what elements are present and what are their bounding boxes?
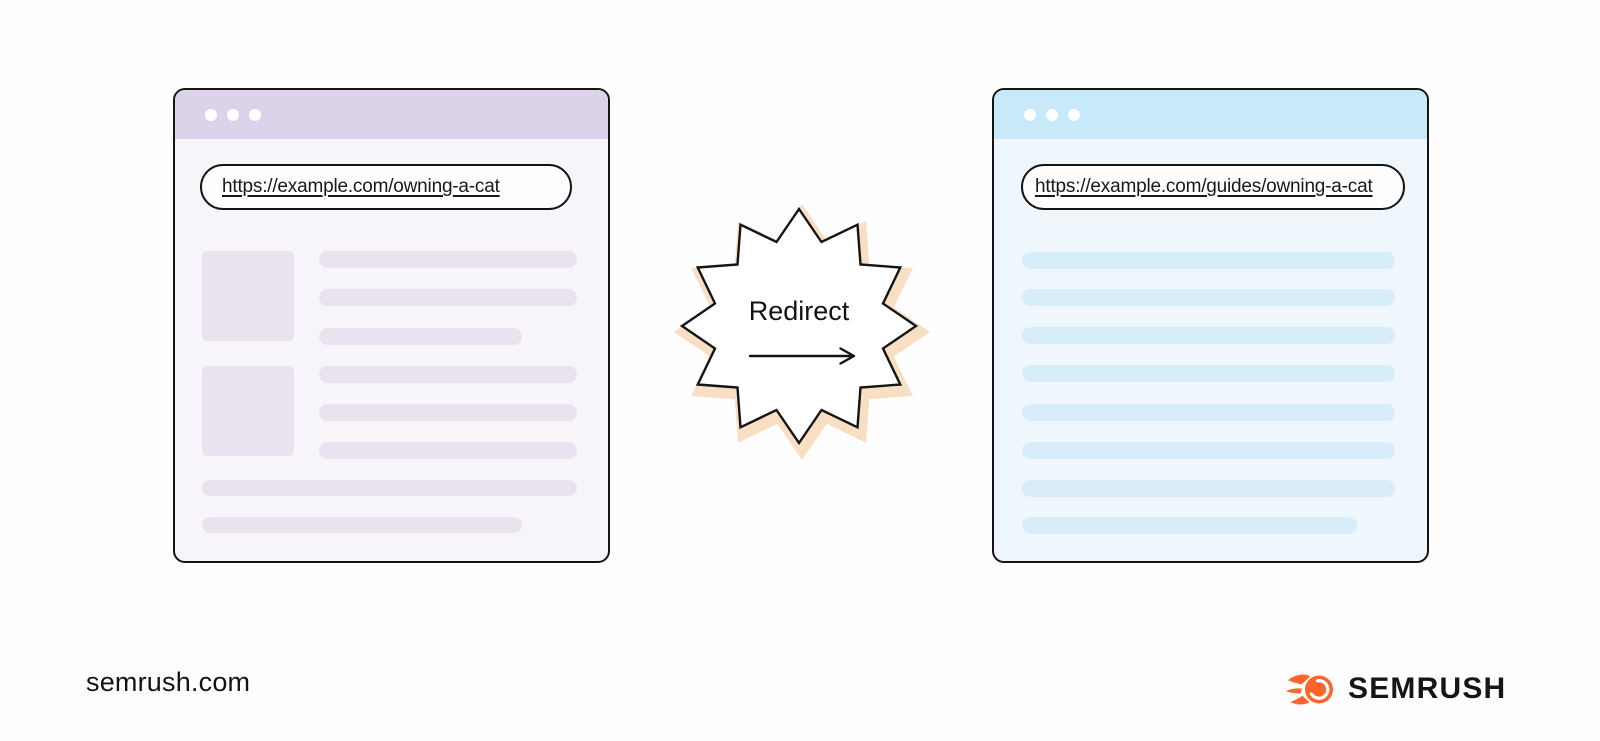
placeholder-text-bar [319, 328, 522, 345]
placeholder-text-bar [319, 251, 577, 268]
window-dot-icon [205, 108, 217, 121]
placeholder-text-bar [202, 480, 577, 496]
window-dot-icon [1068, 108, 1080, 121]
url-bar: https://example.com/guides/owning-a-cat [1021, 164, 1405, 210]
window-dot-icon [249, 108, 261, 121]
semrush-comet-icon [1286, 673, 1333, 705]
semrush-wordmark: SEMRUSH [1348, 672, 1507, 705]
url-bar: https://example.com/owning-a-cat [200, 164, 572, 210]
starburst-body [679, 206, 919, 446]
window-titlebar [175, 90, 608, 139]
url-text: https://example.com/guides/owning-a-cat [1035, 176, 1373, 197]
placeholder-text-bar [1022, 517, 1357, 534]
placeholder-image [202, 366, 294, 456]
placeholder-text-bar [1022, 404, 1395, 421]
url-text: https://example.com/owning-a-cat [222, 176, 500, 197]
placeholder-image [202, 251, 294, 341]
redirect-starburst: Redirect [674, 204, 930, 460]
window-dot-icon [1024, 108, 1036, 121]
placeholder-text-bar [319, 289, 577, 306]
placeholder-text-bar [202, 517, 522, 533]
semrush-logo: SEMRUSH [1286, 670, 1506, 708]
window-dot-icon [227, 108, 239, 121]
placeholder-text-bar [1022, 327, 1395, 344]
placeholder-text-bar [1022, 252, 1395, 269]
placeholder-text-bar [1022, 365, 1395, 382]
browser-window-original: https://example.com/owning-a-cat [173, 88, 610, 563]
placeholder-text-bar [1022, 480, 1395, 497]
attribution-text: semrush.com [86, 667, 251, 697]
window-titlebar [994, 90, 1427, 139]
right-arrow-icon [748, 347, 856, 365]
placeholder-text-bar [319, 366, 577, 383]
placeholder-text-bar [1022, 442, 1395, 459]
placeholder-text-bar [319, 404, 577, 421]
placeholder-text-bar [1022, 289, 1395, 306]
redirect-label: Redirect [749, 296, 850, 326]
placeholder-text-bar [319, 442, 577, 459]
window-dot-icon [1046, 108, 1058, 121]
browser-window-redirect-target: https://example.com/guides/owning-a-cat [992, 88, 1429, 563]
